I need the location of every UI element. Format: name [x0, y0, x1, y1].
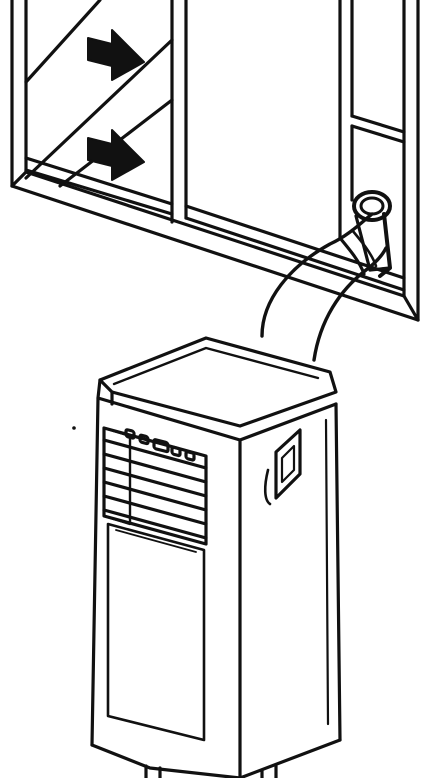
air-conditioner-unit	[92, 338, 340, 778]
front-lower-panel	[108, 524, 204, 740]
side-handle	[265, 430, 300, 504]
sliding-window-sash	[26, 0, 186, 222]
window-frame	[12, 0, 418, 320]
fixed-window-pane	[186, 0, 404, 290]
stray-ink-dot	[72, 426, 76, 430]
right-arrow-icon	[88, 130, 144, 180]
